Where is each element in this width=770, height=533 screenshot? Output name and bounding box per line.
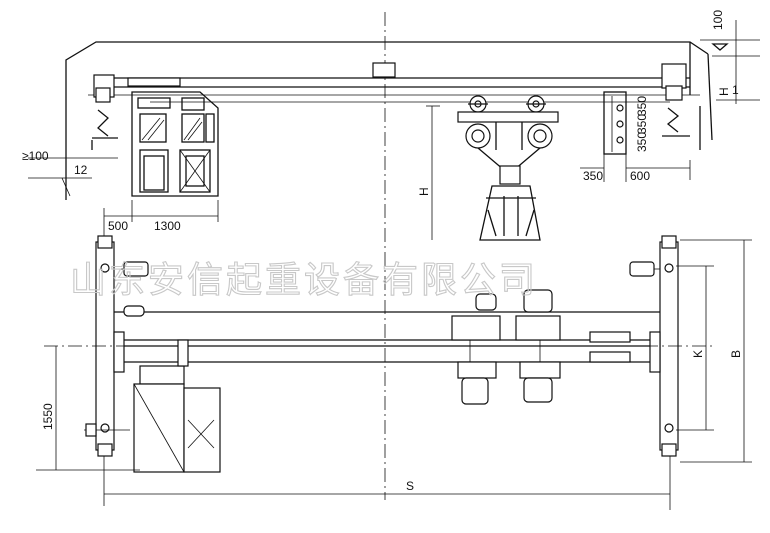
- dim-350: 350: [583, 169, 603, 183]
- trolley-plan: [451, 289, 631, 405]
- dim-350-c: 350: [635, 132, 649, 152]
- company-watermark: 山东安信起重设备有限公司: [70, 260, 538, 301]
- girder-top-outline: [65, 41, 709, 200]
- k-label: K: [691, 350, 705, 358]
- plan-view: 1550 S K B: [36, 235, 752, 510]
- dim-100-top: 100: [711, 10, 725, 30]
- connection-detail: [580, 91, 691, 182]
- cab-plan: [133, 339, 221, 473]
- dim-ge100: ≥100: [22, 149, 49, 163]
- b-label: B: [729, 350, 743, 358]
- dim-600: 600: [630, 169, 650, 183]
- dim-500: 500: [108, 219, 128, 233]
- dim-12: 12: [74, 163, 88, 177]
- h-label: H: [417, 187, 431, 196]
- s-label: S: [406, 479, 414, 493]
- hoist-trolley: [457, 95, 559, 241]
- h1-sub: 1: [732, 83, 739, 97]
- right-travel-motor: [629, 261, 655, 277]
- trolley-stop: [372, 62, 396, 78]
- right-wheel-box: [661, 63, 687, 89]
- dim-1300: 1300: [154, 219, 181, 233]
- dim-350-b: 350: [635, 114, 649, 134]
- elevation-view: H 100 H 1 ≥100 12 500 1300 350 600 350 3…: [22, 10, 760, 500]
- h1-label: H: [717, 87, 731, 96]
- dim-350-a: 350: [635, 96, 649, 116]
- operator-cab: [131, 91, 219, 197]
- dim-1550: 1550: [41, 403, 55, 430]
